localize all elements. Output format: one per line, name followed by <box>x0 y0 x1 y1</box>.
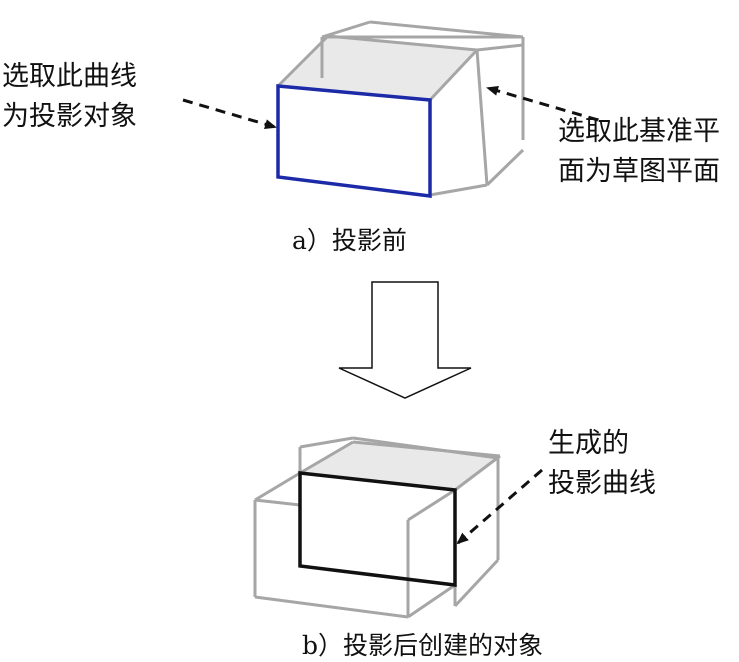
box-top-face <box>278 36 477 100</box>
datum-plane <box>429 43 525 197</box>
curve-annotation-line-1: 选取此曲线 <box>2 61 137 92</box>
curve-annotation-line-2: 为投影对象 <box>2 101 137 132</box>
caption-after-projection: b）投影后创建的对象 <box>302 631 544 660</box>
transition-arrow <box>338 281 472 399</box>
box-after-projection <box>253 436 501 619</box>
datum-plane-annotation-line-1: 选取此基准平 <box>558 116 720 147</box>
caption-before-projection: a）投影前 <box>292 226 407 255</box>
projected-curve-annotation-line-1: 生成的 <box>548 428 629 459</box>
projected-curve-annotation-line-2: 投影曲线 <box>548 468 656 499</box>
arrow-to-datum-plane <box>486 85 599 122</box>
box-before-projection <box>276 20 525 198</box>
arrow-to-projected-curve <box>456 468 543 545</box>
datum-plane-annotation: 选取此基准平 面为草图平面 <box>558 112 720 192</box>
projected-curve <box>298 471 457 587</box>
curve-annotation: 选取此曲线 为投影对象 <box>2 57 137 137</box>
projected-curve-annotation: 生成的 投影曲线 <box>548 424 656 504</box>
datum-plane-annotation-line-2: 面为草图平面 <box>558 156 720 187</box>
arrow-to-curve <box>182 98 277 129</box>
selected-curve <box>276 84 432 198</box>
